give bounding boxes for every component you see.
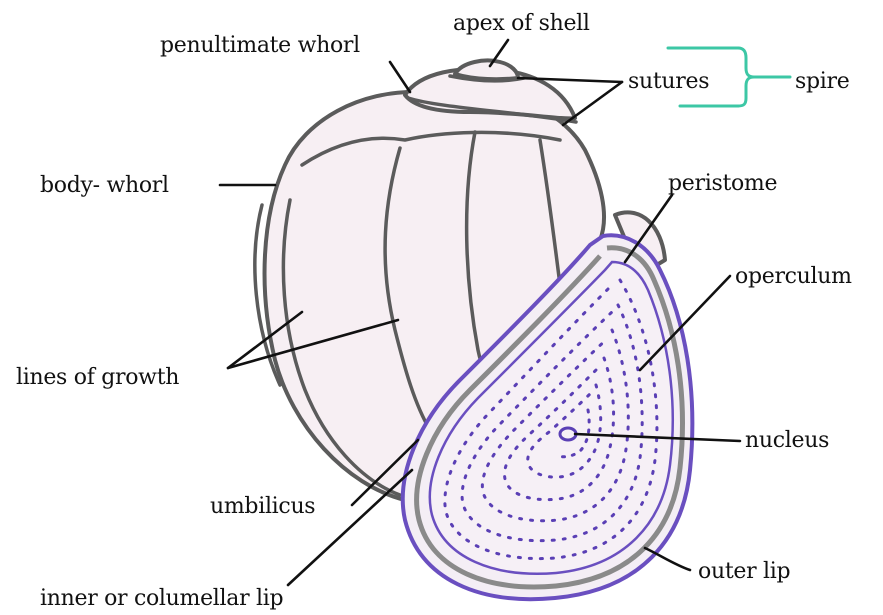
leader-penultimate [390, 62, 410, 92]
label-inner-lip: inner or columellar lip [40, 586, 283, 611]
label-lines-of-growth: lines of growth [16, 365, 179, 390]
label-outer-lip: outer lip [698, 559, 790, 584]
label-umbilicus: umbilicus [210, 494, 315, 519]
label-spire: spire [795, 69, 849, 94]
label-operculum: operculum [735, 264, 852, 289]
leader-suture-2 [563, 82, 622, 125]
label-nucleus: nucleus [745, 428, 829, 453]
label-body-whorl: body- whorl [40, 173, 169, 198]
label-penultimate: penultimate whorl [160, 33, 360, 58]
label-peristome: peristome [668, 171, 777, 196]
label-apex: apex of shell [453, 11, 590, 36]
label-sutures: sutures [628, 69, 709, 94]
leader-inner-lip [288, 470, 412, 585]
apex-whorl [455, 61, 518, 80]
